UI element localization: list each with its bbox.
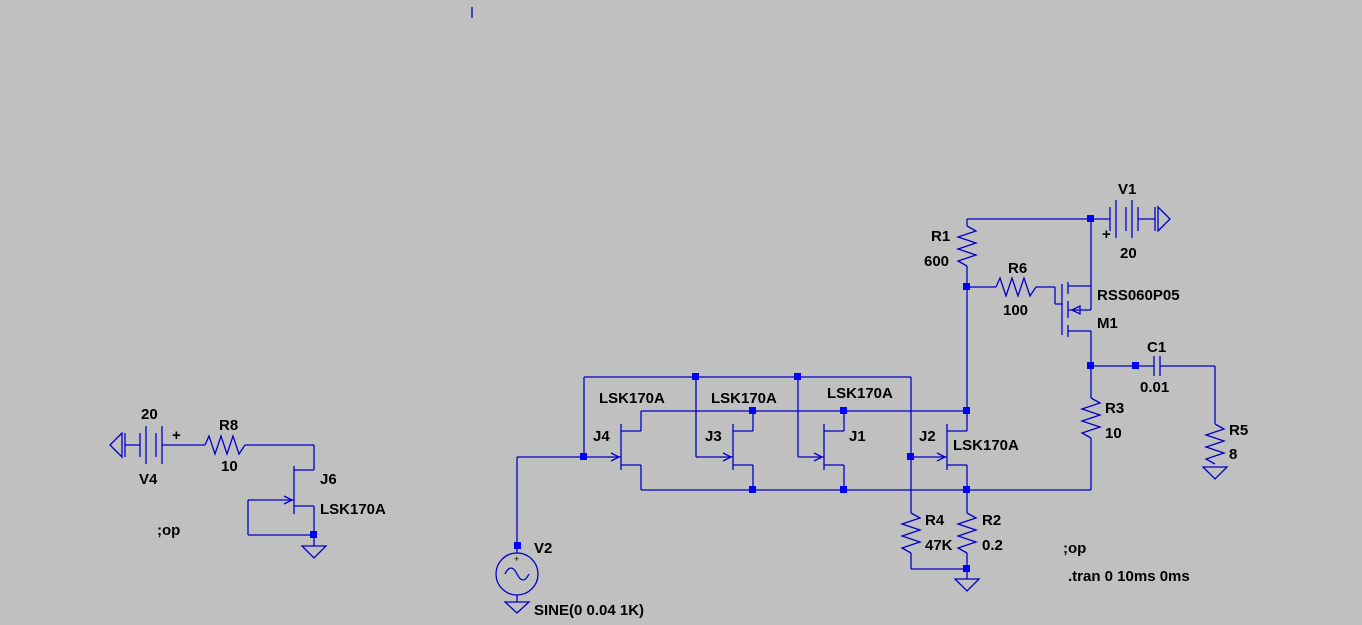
battery-v4[interactable]: + 20 V4 — [109, 406, 205, 488]
jfet-j2[interactable]: LSK170A J2 — [911, 411, 1019, 490]
resistor-r1[interactable]: R1 600 — [924, 219, 979, 287]
j4-name: J4 — [593, 428, 610, 445]
resistor-r5[interactable]: R5 8 — [1201, 366, 1248, 480]
r6-name: R6 — [1008, 260, 1027, 277]
j4-model: LSK170A — [599, 390, 665, 407]
j3-model: LSK170A — [711, 390, 777, 407]
v1-plus: + — [1102, 226, 1111, 243]
v4-name: V4 — [139, 471, 158, 488]
capacitor-c1[interactable]: C1 0.01 — [1091, 339, 1215, 396]
v1-name: V1 — [1118, 181, 1136, 198]
svg-text:+: + — [514, 554, 519, 564]
resistor-r3[interactable]: R3 10 — [1079, 366, 1124, 490]
r8-value: 10 — [221, 458, 238, 475]
v1-value: 20 — [1120, 245, 1137, 262]
v2-value: SINE(0 0.04 1K) — [534, 602, 644, 619]
v4-plus: + — [172, 427, 181, 444]
r1-value: 600 — [924, 253, 949, 270]
resistor-r8[interactable]: R8 10 — [204, 417, 314, 475]
m1-model: RSS060P05 — [1097, 287, 1180, 304]
r3-name: R3 — [1105, 400, 1124, 417]
resistor-r2[interactable]: R2 0.2 — [953, 490, 1003, 592]
r5-value: 8 — [1229, 446, 1237, 463]
j3-name: J3 — [705, 428, 722, 445]
jfet-j3[interactable]: LSK170A J3 — [696, 390, 777, 490]
c1-name: C1 — [1147, 339, 1166, 356]
r5-name: R5 — [1229, 422, 1248, 439]
mosfet-m1[interactable]: RSS060P05 M1 — [1055, 219, 1180, 366]
jfet-j1[interactable]: LSK170A J1 — [798, 385, 893, 490]
directive-op-left[interactable]: ;op — [157, 522, 180, 539]
jfet-j4[interactable]: LSK170A J4 — [584, 390, 665, 490]
j1-model: LSK170A — [827, 385, 893, 402]
r2-value: 0.2 — [982, 537, 1003, 554]
j1-name: J1 — [849, 428, 866, 445]
v2-name: V2 — [534, 540, 552, 557]
r6-value: 100 — [1003, 302, 1028, 319]
directive-op-right[interactable]: ;op — [1063, 540, 1086, 557]
resistor-r4[interactable]: R4 47K — [899, 512, 967, 570]
wires-main — [516, 287, 1091, 546]
directive-tran[interactable]: .tran 0 10ms 0ms — [1068, 568, 1190, 585]
battery-v1[interactable]: + V1 20 — [967, 181, 1171, 262]
junction-dots — [310, 215, 1139, 572]
j6-name: J6 — [320, 471, 337, 488]
v4-value: 20 — [141, 406, 158, 423]
c1-value: 0.01 — [1140, 379, 1169, 396]
r2-name: R2 — [982, 512, 1001, 529]
resistor-r6[interactable]: R6 100 — [967, 260, 1056, 319]
r8-name: R8 — [219, 417, 238, 434]
r4-name: R4 — [925, 512, 945, 529]
j2-model: LSK170A — [953, 437, 1019, 454]
r4-value: 47K — [925, 537, 953, 554]
r1-name: R1 — [931, 228, 950, 245]
j6-model: LSK170A — [320, 501, 386, 518]
jfet-j6[interactable]: J6 LSK170A — [247, 445, 386, 559]
r3-value: 10 — [1105, 425, 1122, 442]
m1-name: M1 — [1097, 315, 1118, 332]
sine-source-v2[interactable]: + V2 SINE(0 0.04 1K) — [495, 540, 644, 619]
j2-name: J2 — [919, 428, 936, 445]
